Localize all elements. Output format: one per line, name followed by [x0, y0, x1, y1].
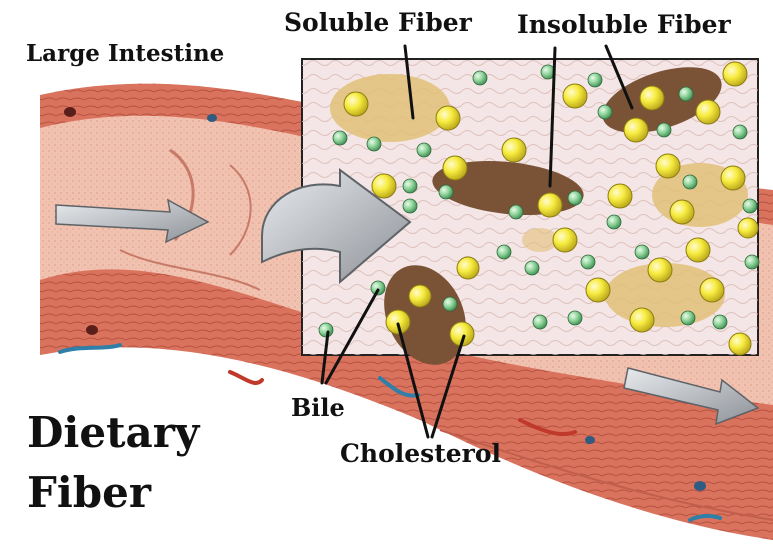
title-line-2: Fiber [27, 468, 151, 517]
flow-arrow-icon [55, 198, 210, 244]
bile-particles [318, 64, 760, 338]
blood-vessel-icon [58, 343, 122, 354]
title-line-1: Dietary [27, 408, 200, 457]
large-intestine-label: Large Intestine [26, 40, 225, 67]
zoom-arrow-icon [261, 168, 412, 285]
soluble-fiber-blob [330, 74, 450, 142]
cholesterol-label: Cholesterol [340, 439, 502, 468]
insoluble-fiber-label: Insoluble Fiber [517, 10, 731, 39]
flow-arrow-right-icon [623, 367, 760, 426]
cholesterol-particles [343, 61, 759, 356]
leader-lines [320, 44, 634, 439]
soluble-fiber-label: Soluble Fiber [284, 8, 472, 37]
bile-label: Bile [291, 393, 345, 422]
